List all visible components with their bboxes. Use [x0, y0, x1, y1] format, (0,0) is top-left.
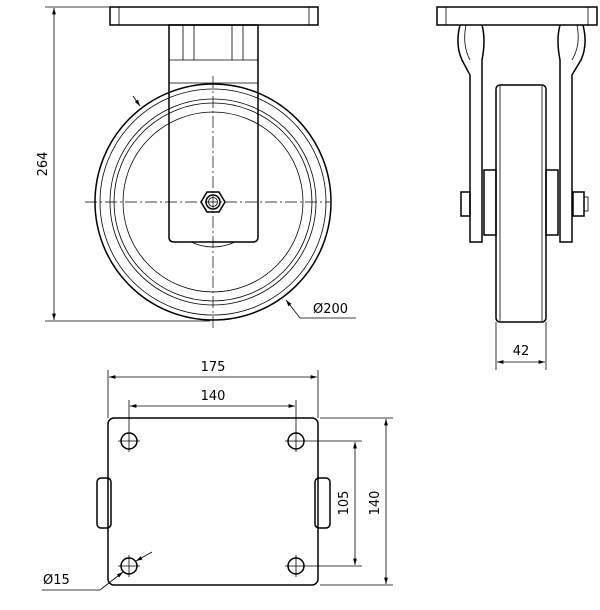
- dim-plate-depth: 140: [368, 491, 383, 516]
- dim-hole-spacing-x: 140: [201, 389, 226, 404]
- mounting-holes: [118, 430, 307, 577]
- side-view: 42: [436, 6, 598, 370]
- dim-wheel-diameter: Ø200: [313, 302, 348, 317]
- fork: [168, 24, 259, 243]
- front-view: 264 Ø200: [36, 6, 356, 330]
- mounting-plate: [107, 417, 319, 586]
- dim-hole-diameter: Ø15: [43, 573, 70, 588]
- dim-overall-height: 264: [36, 152, 51, 177]
- top-view: 175 140 105 140 Ø15: [42, 360, 393, 591]
- dim-plate-width: 175: [201, 360, 226, 375]
- side-top-plate: [436, 6, 598, 26]
- top-plate: [109, 6, 319, 26]
- dim-hole-spacing-y: 105: [337, 491, 352, 516]
- side-wheel: [495, 84, 547, 323]
- dim-wheel-width: 42: [513, 344, 530, 359]
